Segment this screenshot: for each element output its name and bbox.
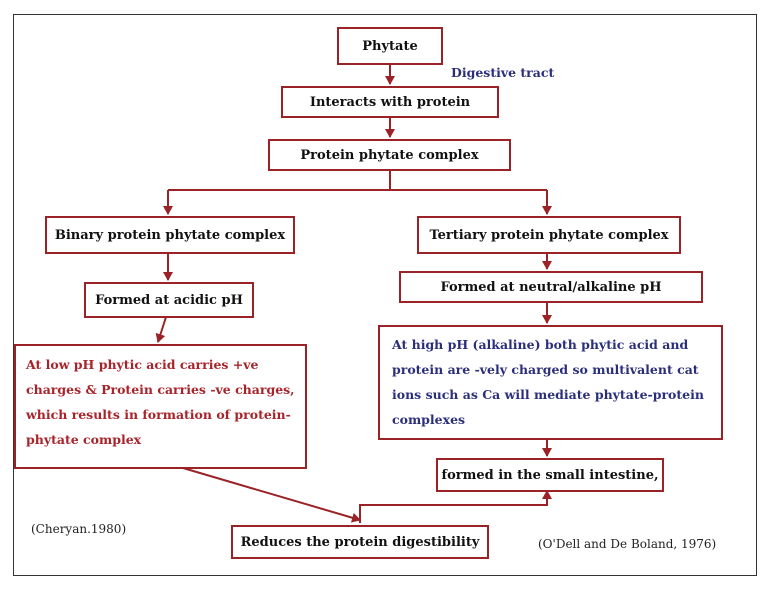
node-formed-small-intestine: formed in the small intestine, bbox=[436, 458, 664, 492]
arrow-complex-split bbox=[168, 170, 547, 191]
citation-cheryan: (Cheryan.1980) bbox=[31, 522, 127, 536]
node-tertiary-complex: Tertiary protein phytate complex bbox=[417, 216, 681, 254]
annotation-digestive-tract: Digestive tract bbox=[451, 65, 555, 80]
arrow-intestine-to-reduces bbox=[359, 490, 552, 523]
node-formed-neutral-alkaline: Formed at neutral/alkaline pH bbox=[399, 271, 703, 303]
node-formed-acidic: Formed at acidic pH bbox=[84, 282, 254, 318]
diagram-frame bbox=[13, 14, 757, 576]
citation-odell: (O'Dell and De Boland, 1976) bbox=[538, 537, 717, 551]
node-low-ph-explanation: At low pH phytic acid carries +ve charge… bbox=[14, 344, 307, 469]
node-protein-phytate-complex: Protein phytate complex bbox=[268, 139, 511, 171]
node-phytate: Phytate bbox=[337, 27, 443, 65]
node-reduces-digestibility: Reduces the protein digestibility bbox=[231, 525, 489, 559]
arrow-lowph-to-reduces bbox=[182, 467, 361, 523]
node-interacts-with-protein: Interacts with protein bbox=[281, 86, 499, 118]
node-high-ph-explanation: At high pH (alkaline) both phytic acid a… bbox=[378, 325, 723, 440]
arrow-acidic-to-lowph bbox=[155, 316, 167, 343]
node-binary-complex: Binary protein phytate complex bbox=[45, 216, 295, 254]
